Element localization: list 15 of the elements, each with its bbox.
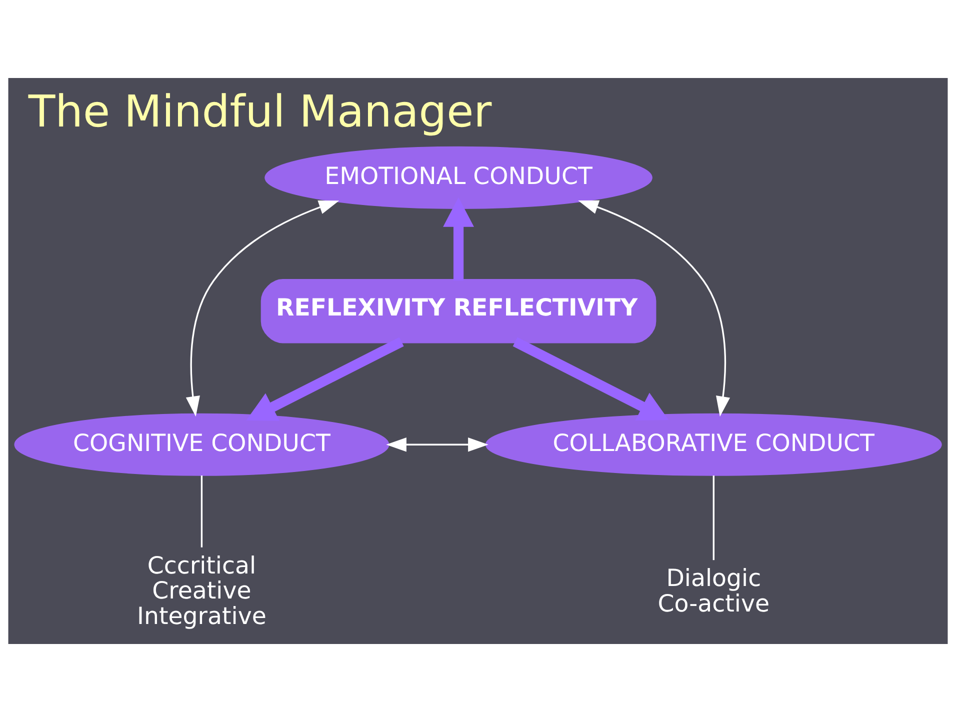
arrow <box>512 337 669 420</box>
connector <box>712 476 714 560</box>
arrow <box>386 438 488 452</box>
arrow <box>578 200 730 417</box>
node-ellipse: COLLABORATIVE CONDUCT <box>485 413 942 476</box>
node-box: REFLEXIVITY REFLECTIVITY <box>260 279 656 344</box>
connector <box>200 476 203 548</box>
node-ellipse: COGNITIVE CONDUCT <box>14 413 390 476</box>
arrow <box>186 200 340 417</box>
diagram-title: The Mindful Manager <box>28 86 492 138</box>
arrow <box>443 197 474 281</box>
node-text: Dialogic Co-active <box>658 564 770 618</box>
node-text: Cccritical Creative Integrative <box>137 551 266 630</box>
node-ellipse: EMOTIONAL CONDUCT <box>264 146 652 209</box>
arrow <box>246 337 404 421</box>
